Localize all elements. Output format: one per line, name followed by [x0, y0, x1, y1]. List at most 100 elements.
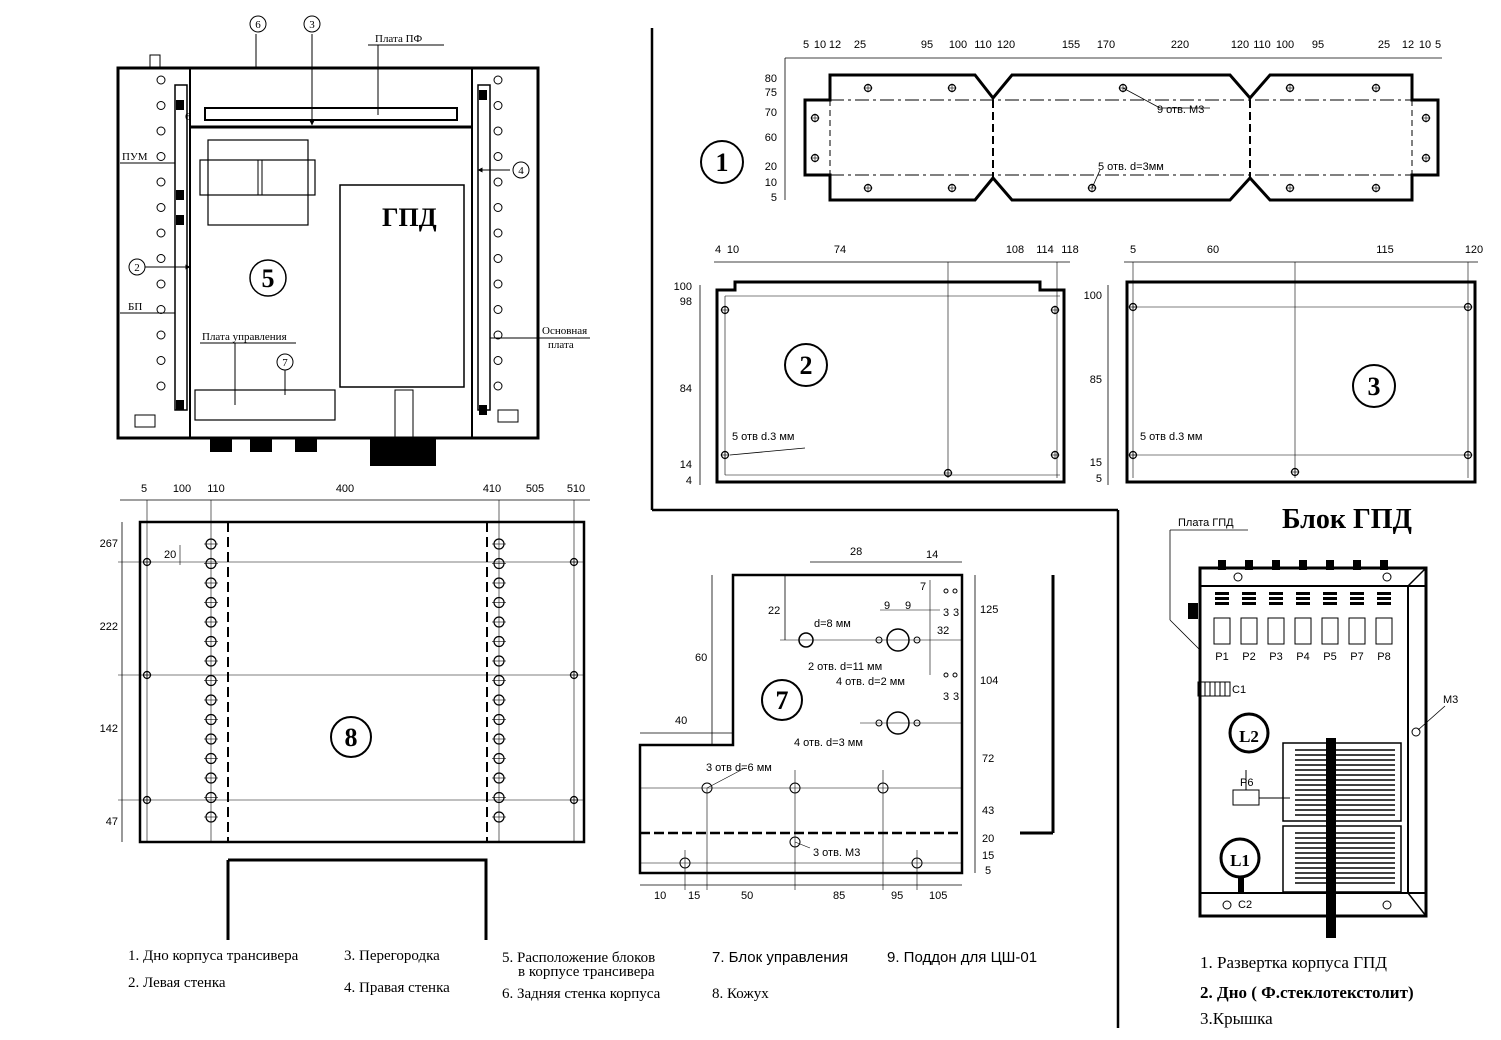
gpd-transistor-stripe	[1377, 602, 1391, 605]
panel-7-dim-5: 5	[985, 865, 991, 877]
panel-7-bdim-105: 105	[929, 890, 947, 902]
legend-right-1: 1. Развертка корпуса ГПД	[1200, 953, 1387, 972]
panel-8-outline	[118, 499, 590, 940]
callout-3: 3	[309, 19, 315, 31]
panel-8-left-dim: 222	[100, 621, 118, 633]
side-hole	[156, 381, 166, 391]
side-hole	[493, 152, 503, 161]
panel-8-top-dim: 110	[207, 483, 225, 495]
side-hole	[156, 330, 166, 340]
panel-2-left-dim: 84	[680, 383, 692, 395]
panel-3-top-dim: 120	[1465, 244, 1483, 256]
panel-1-number: 1	[716, 148, 729, 177]
panel-7-dim-60: 60	[695, 652, 707, 664]
panel-7-sdim-3a: 3	[943, 607, 949, 619]
side-hole	[156, 101, 166, 110]
legend-item-6: 6. Задняя стенка корпуса	[502, 986, 661, 1002]
panel-1-left-dim: 10	[765, 177, 777, 189]
gpd-heatsink-fins	[1295, 749, 1395, 884]
legend-item-7: 7. Блок управления	[712, 949, 848, 966]
top-view-callouts	[128, 15, 530, 371]
panel-1-top-dim: 100	[949, 39, 967, 51]
mount-clip	[479, 90, 487, 100]
panel-8-left-dim: 142	[100, 723, 118, 735]
gpd-label-l2: L2	[1239, 727, 1259, 746]
gpd-connector-label: P7	[1350, 651, 1363, 663]
panel-1-top-dim: 10	[814, 39, 826, 51]
panel-1-top-dim: 95	[1312, 39, 1324, 51]
gpd-connector-label: P3	[1269, 651, 1282, 663]
mount-clip	[176, 100, 184, 110]
side-hole	[493, 101, 503, 110]
legend-item-8: 8. Кожух	[712, 986, 769, 1002]
panel-7-dim-72: 72	[982, 753, 994, 765]
panel-7-sdim-3d: 3	[953, 691, 959, 703]
gpd-label-c1: C1	[1232, 684, 1246, 696]
top-view-left-holes	[156, 75, 184, 410]
panel-3-left-dim: 85	[1090, 374, 1102, 386]
panel-1-top-dim: 5	[803, 39, 809, 51]
panel-7-note-d6: 3 отв d=6 мм	[706, 762, 772, 774]
side-hole	[156, 305, 166, 314]
side-hole	[493, 75, 503, 85]
panel-8-top-dim: 400	[336, 483, 354, 495]
gpd-connector-block	[1348, 617, 1366, 645]
legend-item-9: 9. Поддон для ЦШ-01	[887, 949, 1037, 966]
side-hole	[493, 228, 503, 238]
gpd-transistor-stripe	[1296, 592, 1310, 595]
panel-7-number: 7	[776, 686, 789, 715]
gpd-transistor-stripe	[1350, 592, 1364, 595]
panel-1-top-dim: 110	[1253, 39, 1271, 51]
side-hole	[156, 254, 166, 263]
panel-8-circle	[330, 716, 372, 758]
gpd-connector-pin	[1299, 560, 1307, 570]
label-gpd: ГПД	[382, 203, 437, 232]
panel-3-note: 5 отв d.3 мм	[1140, 431, 1202, 443]
label-osn-plata-2: плата	[548, 339, 574, 351]
gpd-connector-pin	[1245, 560, 1253, 570]
panel-7-dim-15: 15	[982, 850, 994, 862]
gpd-connector-pin	[1326, 560, 1334, 570]
panel-7-dim-28: 28	[850, 546, 862, 558]
gpd-connector-block	[1267, 617, 1285, 645]
panel-1-note-d3: 5 отв. d=3мм	[1098, 161, 1164, 173]
panel-7-note-d2: 4 отв. d=2 мм	[836, 676, 905, 688]
panel-7-bdim-10: 10	[654, 890, 666, 902]
item-number-5: 5	[262, 264, 275, 293]
gpd-transistor-stripe	[1323, 602, 1337, 605]
gpd-transistor-stripe	[1377, 592, 1391, 595]
gpd-transistor-stripe	[1296, 602, 1310, 605]
gpd-label-c2: C2	[1238, 899, 1252, 911]
panel-8-inner-dim: 20	[164, 549, 176, 561]
panel-8-left-dim: 47	[106, 816, 118, 828]
panel-2-circle	[784, 343, 828, 387]
panel-1-note-m3: 9 отв. М3	[1157, 104, 1204, 116]
panel-1-top-dim: 5	[1435, 39, 1441, 51]
label-osn-plata-1: Основная	[542, 325, 587, 337]
gpd-transistor-stripe	[1269, 597, 1283, 600]
gpd-connector-pin	[1380, 560, 1388, 570]
gpd-transistor-stripe	[1296, 597, 1310, 600]
panel-7-dim-14: 14	[926, 549, 938, 561]
mount-clip	[176, 400, 184, 410]
gpd-label-l1: L1	[1230, 851, 1250, 870]
gpd-transistor-stripe	[1269, 602, 1283, 605]
panel-3-top-dim: 60	[1207, 244, 1219, 256]
gpd-transistor-stripe	[1215, 597, 1229, 600]
label-bp: БП	[128, 301, 142, 313]
panel-7-bdim-15: 15	[688, 890, 700, 902]
legend-item-2: 2. Левая стенка	[128, 975, 226, 991]
panel-7-dim-125: 125	[980, 604, 998, 616]
gpd-transistor-stripe	[1350, 597, 1364, 600]
panel-8-top-dim: 5	[141, 483, 147, 495]
panel-1-top-dim: 95	[921, 39, 933, 51]
panel-1-top-dim: 120	[997, 39, 1015, 51]
side-hole	[493, 381, 503, 391]
side-hole	[493, 279, 503, 289]
panel-1-top-dim: 12	[1402, 39, 1414, 51]
panel-8-top-dim: 100	[173, 483, 191, 495]
side-hole	[156, 177, 166, 187]
